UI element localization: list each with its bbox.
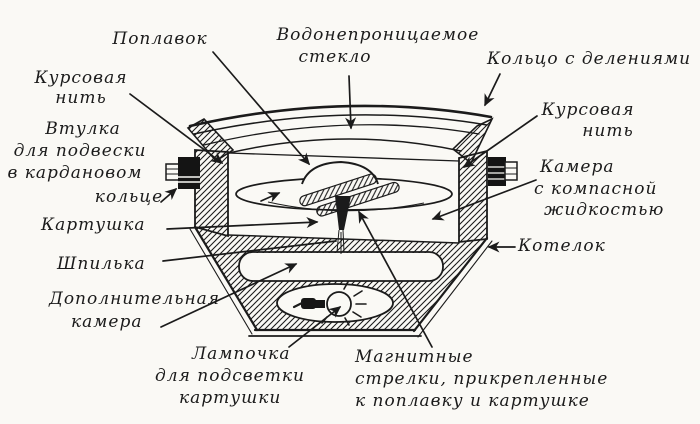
label-float: Поплавок <box>112 29 208 49</box>
arrow-gimbal-sleeve <box>160 188 178 203</box>
label-gimbal-sleeve-line4: кольце <box>94 187 164 207</box>
compass-card <box>235 161 453 254</box>
arrow-course-thread-left <box>129 93 224 164</box>
label-bowl: Котелок <box>518 236 606 256</box>
label-course-thread-right-line1: Курсовая <box>541 100 635 120</box>
arrow-glass <box>345 75 357 130</box>
label-liquid-chamber-line1: Камера <box>540 157 615 177</box>
arrow-liquid-chamber <box>431 179 537 221</box>
label-pin: Шпилька <box>57 254 146 274</box>
arrow-lamp <box>288 306 342 348</box>
label-course-thread-right-line2: нить <box>582 121 634 141</box>
label-lamp-line2: для подсветки <box>155 366 305 386</box>
arrow-card <box>166 216 319 230</box>
glass-and-ring <box>186 104 494 165</box>
lamp-chamber-outline <box>276 283 394 323</box>
label-card: Картушка <box>41 215 146 235</box>
left-trunnion <box>165 157 200 189</box>
arrow-course-thread-right <box>462 115 538 168</box>
label-gimbal-sleeve-line3: в кардановом <box>7 163 143 183</box>
label-lamp-line1: Лампочка <box>192 344 291 364</box>
arrow-needles <box>358 210 433 348</box>
label-gimbal-sleeve-line2: для подвески <box>13 141 147 161</box>
ring-right-end <box>451 117 494 165</box>
label-needles-line1: Магнитные <box>355 347 474 367</box>
label-ring-with-divisions: Кольцо с делениями <box>487 49 692 69</box>
arrow-card-mark <box>260 192 281 203</box>
pin <box>335 196 351 254</box>
label-course-thread-left-line1: Курсовая <box>34 68 128 88</box>
arrow-ring <box>484 73 501 107</box>
label-needles-line3: к поплавку и картушке <box>355 391 590 411</box>
label-gimbal-sleeve-line1: Втулка <box>45 119 121 139</box>
label-waterproof-glass-line1: Водонепроницаемое <box>276 25 480 45</box>
label-extra-chamber-line2: камера <box>71 312 143 332</box>
right-trunnion <box>488 157 518 186</box>
line-pin <box>162 240 337 262</box>
label-waterproof-glass-line2: стекло <box>298 47 372 67</box>
label-needles-line2: стрелки, прикрепленные <box>355 369 609 389</box>
arrow-float <box>212 51 310 166</box>
label-liquid-chamber-line3: жидкостью <box>544 200 665 220</box>
label-course-thread-left-line2: нить <box>55 88 107 108</box>
leader-arrows <box>129 51 538 348</box>
label-lamp-line3: картушки <box>179 388 282 408</box>
label-extra-chamber-line1: Дополнительная <box>49 289 221 309</box>
right-wall <box>458 149 488 244</box>
bowl-body <box>189 225 493 338</box>
label-liquid-chamber-line2: с компасной <box>534 179 658 199</box>
arrow-extra-chamber <box>160 263 298 328</box>
